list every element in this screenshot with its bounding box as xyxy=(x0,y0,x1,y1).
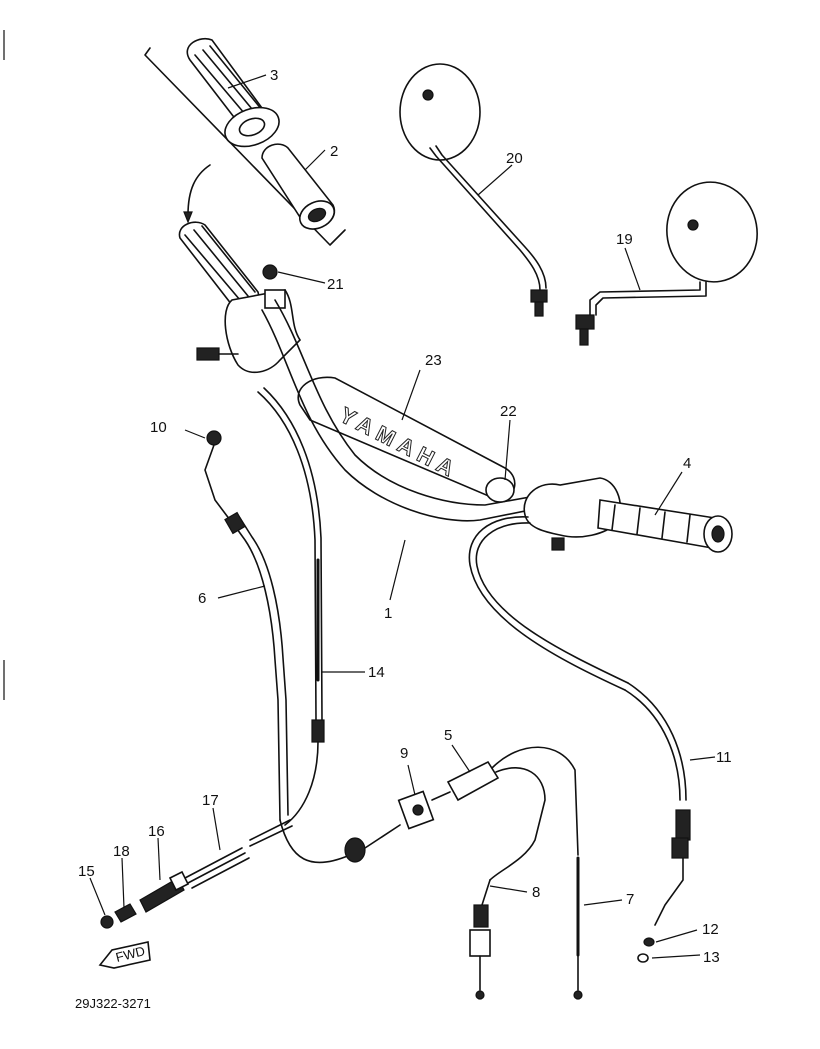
cable-part-6 xyxy=(224,511,289,821)
left-grip-part-3 xyxy=(186,38,280,148)
nut-part-15 xyxy=(100,915,114,929)
cable-part-7 xyxy=(573,856,583,1000)
callout-20: 20 xyxy=(506,150,523,167)
clamp-part-22 xyxy=(485,477,515,503)
part-code-label: 29J322-3271 xyxy=(75,996,151,1011)
callout-13: 13 xyxy=(703,949,720,966)
callout-labels: 1 2 3 4 5 6 7 8 9 10 11 12 13 14 15 16 1… xyxy=(78,67,732,966)
callout-9: 9 xyxy=(400,745,408,762)
right-mirror-part-19 xyxy=(575,181,758,346)
callout-19: 19 xyxy=(616,231,633,248)
throttle-sleeve-part-2 xyxy=(261,143,336,230)
callout-8: 8 xyxy=(532,884,540,901)
callout-1: 1 xyxy=(384,605,392,622)
callout-21: 21 xyxy=(327,276,344,293)
callout-5: 5 xyxy=(444,727,452,744)
clutch-switch-part-10 xyxy=(204,430,231,521)
clip-part-13 xyxy=(637,953,649,963)
grip-bracket xyxy=(144,47,346,246)
cable-part-8 xyxy=(469,879,491,1000)
spring-part-17 xyxy=(184,819,293,889)
callout-6: 6 xyxy=(198,590,206,607)
cap-part-21 xyxy=(262,264,278,280)
leader-lines xyxy=(89,74,716,959)
callout-7: 7 xyxy=(626,891,634,908)
left-grip-on-bar xyxy=(178,221,260,309)
callout-4: 4 xyxy=(683,455,691,472)
callout-23: 23 xyxy=(425,352,442,369)
left-mirror-part-20 xyxy=(399,63,548,317)
handlebar-part-1 xyxy=(261,299,581,522)
junction-block-part-9 xyxy=(397,790,451,830)
sleeve-part-18 xyxy=(114,903,137,923)
cable-lower-loop xyxy=(279,819,401,864)
callout-15: 15 xyxy=(78,863,95,880)
callout-12: 12 xyxy=(702,921,719,938)
callout-18: 18 xyxy=(113,843,130,860)
throttle-splitter-part-5 xyxy=(446,746,579,881)
handlebar-pad-part-23: YAMAHA xyxy=(297,376,516,501)
brake-cable-part-11 xyxy=(468,516,691,926)
forward-arrow-label: FWD xyxy=(114,943,146,965)
callout-2: 2 xyxy=(330,143,338,160)
callout-11: 11 xyxy=(716,749,732,766)
callout-10: 10 xyxy=(150,419,167,436)
callout-3: 3 xyxy=(270,67,278,84)
right-grip-part-4 xyxy=(597,499,733,553)
callout-17: 17 xyxy=(202,792,219,809)
forward-arrow-icon: FWD xyxy=(98,941,151,969)
adjuster-part-16 xyxy=(139,870,190,913)
callout-16: 16 xyxy=(148,823,165,840)
callout-22: 22 xyxy=(500,403,517,420)
callout-14: 14 xyxy=(368,664,385,681)
clip-part-12 xyxy=(643,937,655,947)
